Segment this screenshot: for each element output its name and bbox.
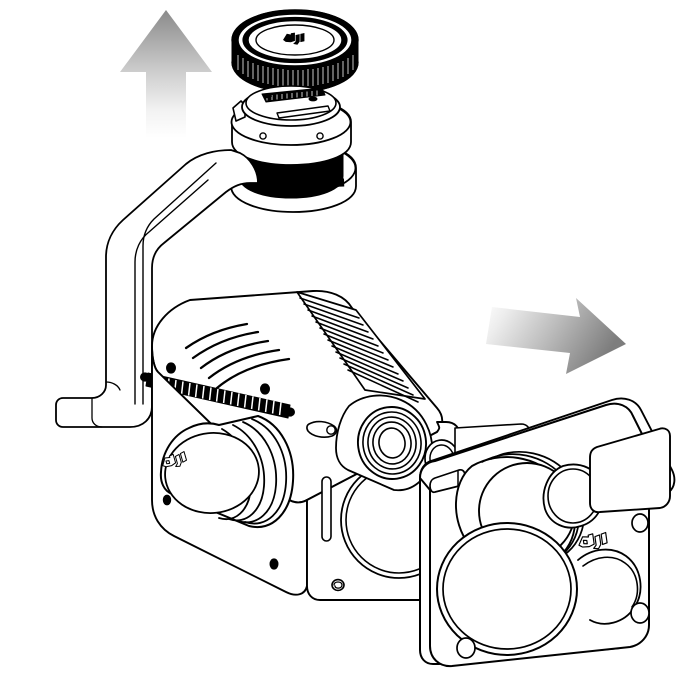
payload-lower-circle bbox=[436, 522, 578, 656]
right-arrow bbox=[486, 298, 626, 374]
up-arrow bbox=[120, 10, 212, 138]
lens-cap bbox=[231, 9, 359, 93]
side-lens-assembly bbox=[159, 415, 295, 529]
payload-module bbox=[419, 397, 676, 668]
gimbal-arm bbox=[55, 149, 259, 428]
body-indicator bbox=[306, 420, 338, 438]
dji-logo-connector bbox=[283, 183, 297, 191]
ventilation-grille bbox=[140, 362, 295, 419]
front-screw bbox=[331, 578, 345, 592]
dji-logo-lens-cap bbox=[283, 32, 305, 45]
gimbal-connector bbox=[229, 85, 357, 213]
